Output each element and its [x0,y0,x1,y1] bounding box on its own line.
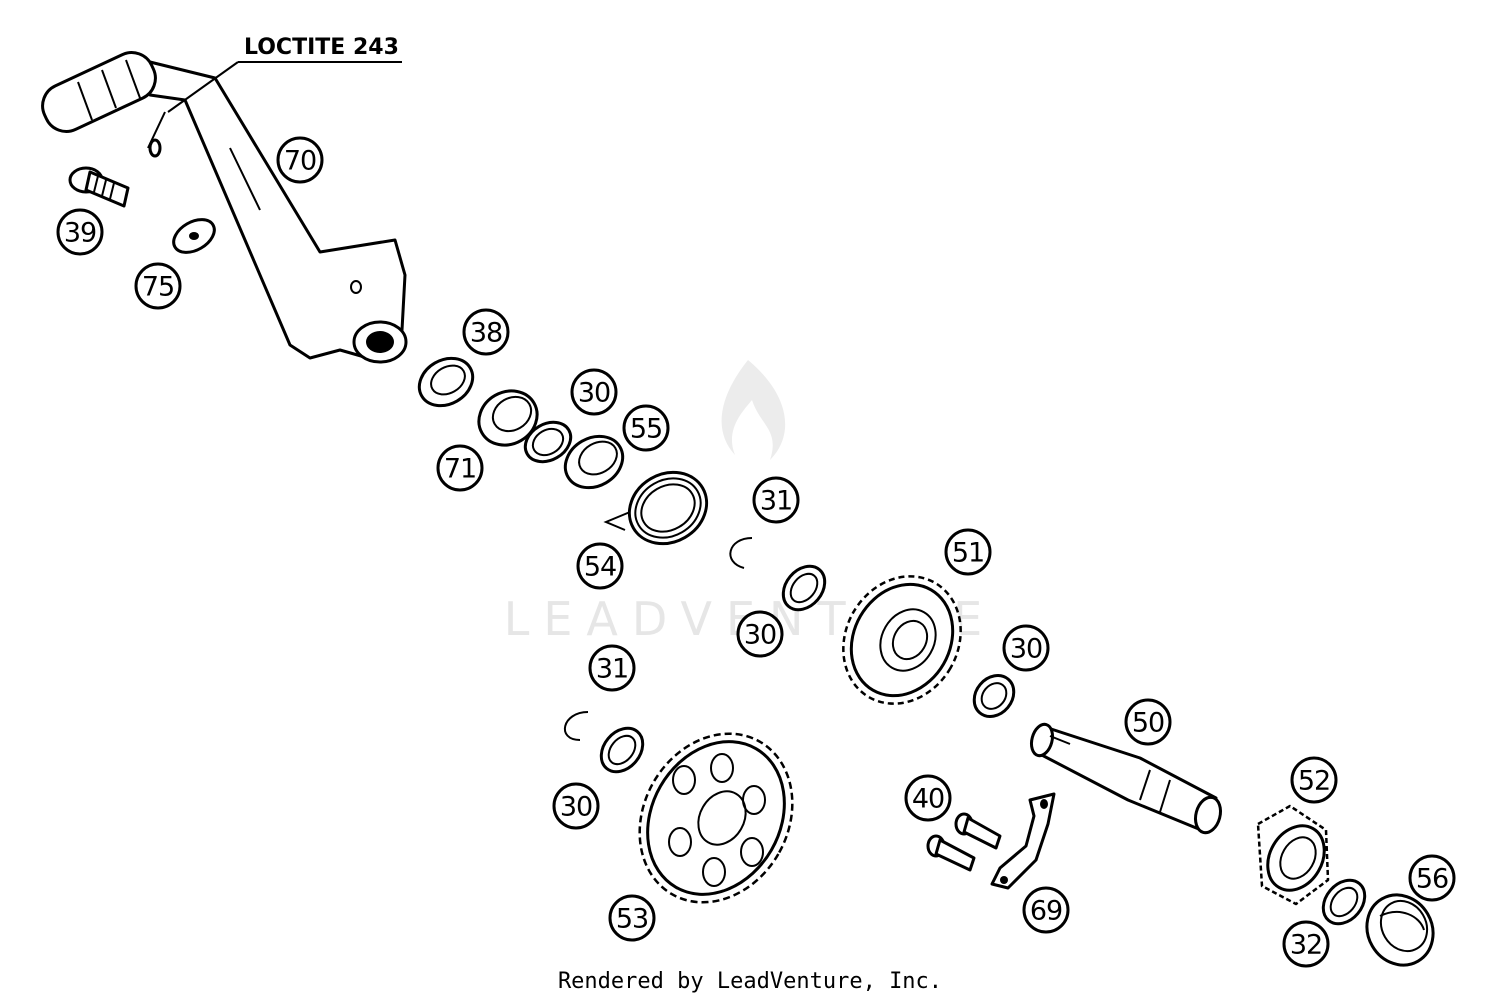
callout-label: 51 [952,538,984,569]
callout-31-a: 31 [752,476,800,524]
footer-credit: Rendered by LeadVenture, Inc. [558,969,942,994]
callout-label: 39 [64,218,96,249]
callout-label: 32 [1290,930,1322,961]
callout-circle [1282,920,1330,968]
callout-circle [436,444,484,492]
part-56-spring [1365,893,1435,967]
flame-icon [721,360,786,460]
callout-54: 54 [576,542,624,590]
part-30-washer-b [781,564,827,612]
part-75-washer [172,218,216,254]
callout-label: 69 [1030,896,1062,927]
callout-label: 53 [616,904,648,935]
part-54-spring [603,470,709,546]
callout-30-a: 30 [570,368,618,416]
loctite-note: LOCTITE 243 [167,35,402,113]
callout-30-b: 30 [736,610,784,658]
callout-group: 70 39 75 38 30 55 71 31 54 51 30 30 31 50 30 52 40 53 69 56… [56,136,1456,968]
callout-label: 40 [912,784,944,815]
callout-55: 55 [622,404,670,452]
callout-label: 30 [578,378,610,409]
callout-label: 54 [584,552,616,583]
callout-71: 71 [436,444,484,492]
callout-label: 30 [1010,634,1042,665]
callout-circle [134,262,182,310]
callout-circle [622,404,670,452]
part-53-gear [638,732,794,904]
callout-circle [752,476,800,524]
callout-label: 30 [560,792,592,823]
callout-circle [552,782,600,830]
callout-circle [588,644,636,692]
callout-label: 31 [760,486,792,517]
part-50-shaft [1029,722,1222,835]
callout-40: 40 [904,774,952,822]
callout-circle [576,542,624,590]
callout-38: 38 [462,308,510,356]
callout-label: 52 [1298,766,1330,797]
callout-69: 69 [1022,886,1070,934]
callout-52: 52 [1290,756,1338,804]
callout-circle [736,610,784,658]
part-40-bolts [926,812,1002,872]
callout-circle [1290,756,1338,804]
part-55-spring-guide [563,434,625,490]
part-39-screw [68,166,130,208]
callout-circle [1408,854,1456,902]
callout-label: 70 [284,146,316,177]
callout-label: 75 [142,272,174,303]
callout-30-d: 30 [552,782,600,830]
callout-circle [276,136,324,184]
part-30-washer-d [599,726,645,774]
callout-31-b: 31 [588,644,636,692]
callout-circle [570,368,618,416]
callout-circle [944,528,992,576]
callout-circle [462,308,510,356]
part-32-washer [1321,878,1367,926]
callout-51: 51 [944,528,992,576]
callout-label: 31 [596,654,628,685]
part-31-circlip-b [563,711,589,741]
callout-circle [1022,886,1070,934]
callout-70: 70 [276,136,324,184]
callout-50: 50 [1124,698,1172,746]
callout-label: 71 [444,454,476,485]
callout-53: 53 [608,894,656,942]
part-31-circlip-a [729,537,753,569]
callout-label: 38 [470,318,502,349]
part-30-washer-a [523,420,573,464]
part-71-bushing [477,389,539,447]
part-51-gear [842,575,962,705]
callout-56: 56 [1408,854,1456,902]
callout-circle [1124,698,1172,746]
callout-circle [608,894,656,942]
callout-circle [1002,624,1050,672]
part-38-seal [417,356,475,408]
callout-label: 50 [1132,708,1164,739]
callout-label: 55 [630,414,662,445]
callout-39: 39 [56,208,104,256]
part-52-ratchet [1256,804,1330,906]
callout-30-c: 30 [1002,624,1050,672]
part-69-bracket [990,792,1056,890]
callout-label: 30 [744,620,776,651]
callout-75: 75 [134,262,182,310]
callout-label: 56 [1416,864,1448,895]
callout-circle [904,774,952,822]
kick-starter-lever [41,51,408,364]
callout-circle [56,208,104,256]
callout-32: 32 [1282,920,1330,968]
loctite-label: LOCTITE 243 [244,35,399,60]
part-30-washer-c [972,674,1016,718]
